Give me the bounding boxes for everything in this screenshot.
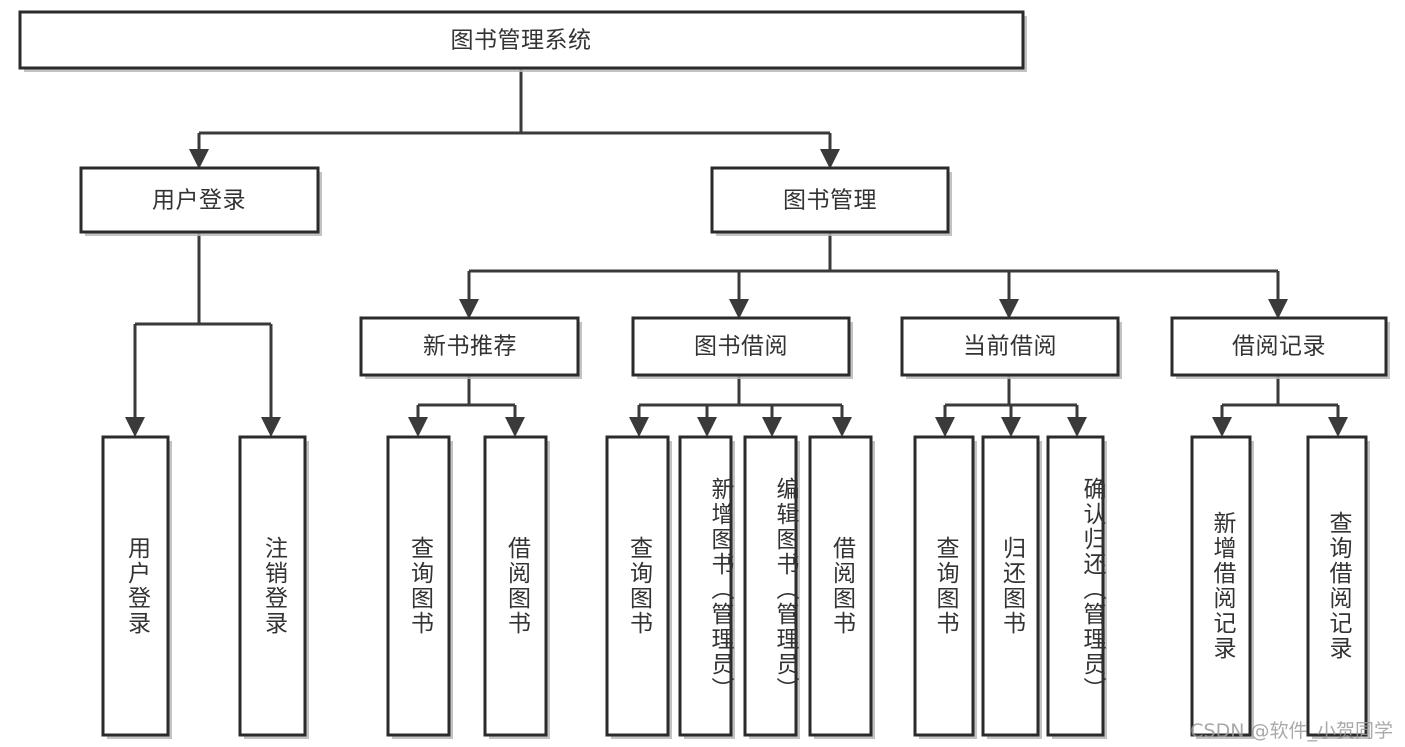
node-new-book-recommend[interactable] [359,316,580,377]
arrowhead-leaf-confirm-return [1067,417,1087,437]
arrowhead-leaf-query-book-1 [408,417,428,437]
node-book-manage-label: 图书管理 [783,188,877,214]
node-leaf-user-login[interactable] [101,435,170,737]
arrowhead-leaf-edit-book [762,417,782,437]
arrowhead-leaf-add-book [697,417,717,437]
arrowhead-leaf-return-book [1001,417,1021,437]
arrowhead-leaf-logout [261,417,281,437]
node-new-book-recommend-label: 新书推荐 [423,334,517,360]
node-book-borrow-label: 图书借阅 [694,334,788,360]
node-leaf-return-book[interactable] [981,435,1040,737]
node-root-label: 图书管理系统 [451,28,592,54]
arrowhead-book-borrow [729,299,749,319]
arrowhead-book-manage [820,149,840,169]
connector-layer [125,68,1348,437]
node-book-manage[interactable] [710,166,950,234]
arrowhead-user-login [189,149,209,169]
node-leaf-borrow-book-1[interactable] [483,435,548,737]
arrowhead-leaf-query-record [1328,417,1348,437]
node-book-borrow[interactable] [631,316,851,377]
node-layer: 图书管理系统 用户登录 图书管理 新书推荐 图书借阅 当前借阅 借阅记录 [18,10,1390,739]
node-leaf-query-record[interactable] [1306,435,1368,737]
node-leaf-borrow-book-2[interactable] [808,435,873,737]
arrowhead-leaf-query-book-2 [629,417,649,437]
arrowhead-new-book-recommend [459,299,479,319]
node-user-login-label: 用户登录 [152,188,246,214]
node-borrow-record[interactable] [1170,316,1388,377]
node-leaf-query-book-1[interactable] [386,435,451,737]
arrowhead-leaf-add-record [1212,417,1232,437]
node-leaf-query-book-3[interactable] [913,435,975,737]
watermark: CSDN @软件_小贺同学 [1190,720,1393,742]
node-leaf-query-book-2[interactable] [605,435,670,737]
node-leaf-add-record[interactable] [1190,435,1252,737]
arrowhead-leaf-borrow-book-2 [832,417,852,437]
arrowhead-borrow-record [1268,299,1288,319]
arrowhead-current-borrow [999,299,1019,319]
arrowhead-leaf-user-login [125,417,145,437]
node-leaf-logout[interactable] [238,435,307,737]
node-leaf-confirm-return[interactable] [1046,435,1105,737]
arrowhead-leaf-borrow-book-1 [505,417,525,437]
node-leaf-edit-book[interactable] [743,435,798,737]
node-leaf-add-book[interactable] [678,435,733,737]
node-current-borrow-label: 当前借阅 [963,334,1057,360]
node-user-login[interactable] [79,166,320,234]
node-current-borrow[interactable] [900,316,1120,377]
arrowhead-leaf-query-book-3 [935,417,955,437]
node-borrow-record-label: 借阅记录 [1232,334,1326,360]
node-root[interactable] [18,10,1025,70]
